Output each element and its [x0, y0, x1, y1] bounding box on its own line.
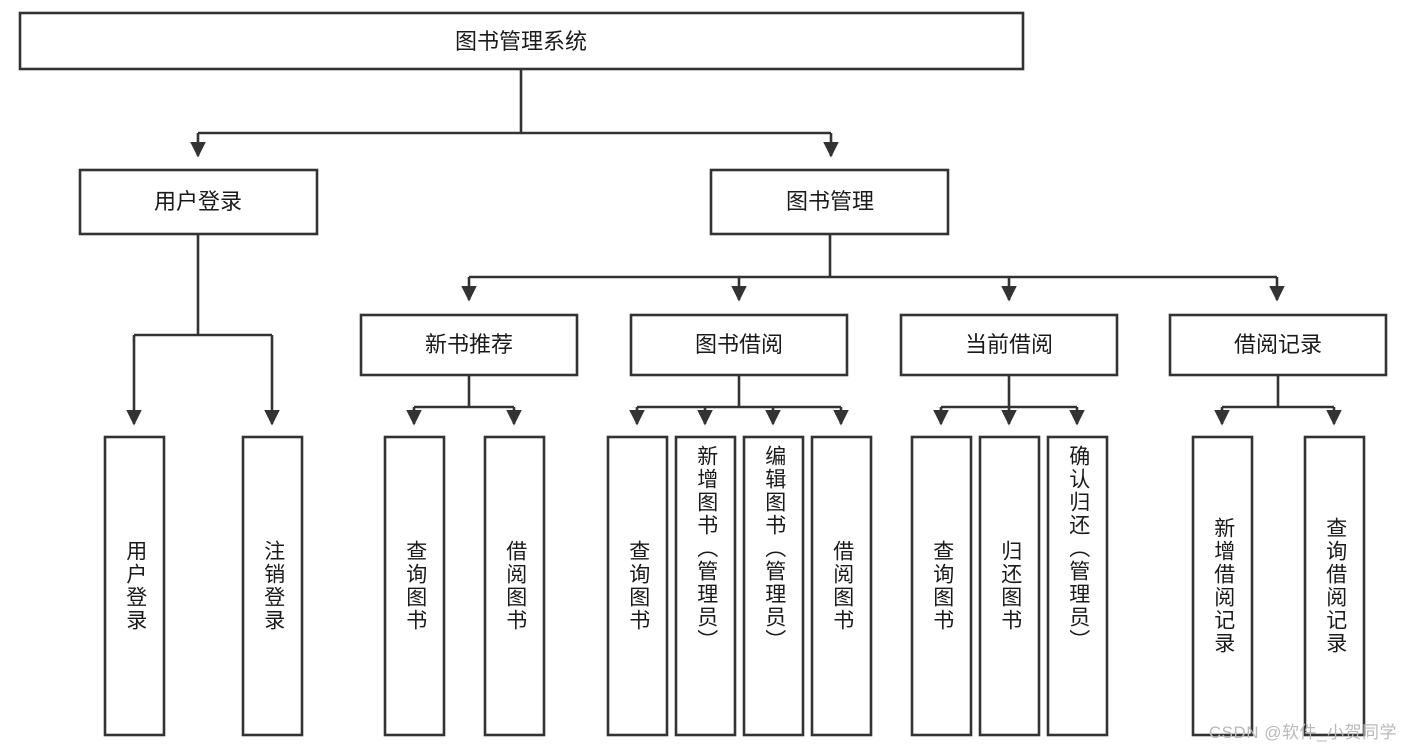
leaf-label-edit-book-admin: 编辑图书（管理员） — [762, 445, 786, 652]
leaf-box-confirm-return-admin[interactable] — [1046, 435, 1109, 737]
leaf-label-query-book-1: 查询图书 — [403, 540, 427, 632]
connector-book-management-to-level3 — [461, 234, 1285, 302]
leaf-box-query-book-3[interactable] — [910, 435, 973, 737]
leaf-box-borrow-book-1[interactable] — [483, 435, 546, 737]
node-user-login[interactable]: 用户登录 — [78, 168, 319, 236]
new-book-recommend-label: 新书推荐 — [425, 332, 513, 357]
current-borrow-label: 当前借阅 — [965, 332, 1053, 357]
leaf-label-return-book: 归还图书 — [998, 540, 1022, 632]
watermark-text: CSDN @软件_小贺同学 — [1208, 723, 1397, 742]
leaf-label-query-borrow-record: 查询借阅记录 — [1323, 517, 1347, 655]
current-borrow-box — [899, 313, 1119, 377]
leaf-label-query-book-3: 查询图书 — [930, 540, 954, 632]
leaf-box-query-book-1[interactable] — [383, 435, 446, 737]
user-login-box — [78, 168, 319, 236]
leaf-box-borrow-book-2[interactable] — [810, 435, 873, 737]
node-book-management[interactable]: 图书管理 — [709, 168, 950, 236]
node-current-borrow[interactable]: 当前借阅 — [899, 313, 1119, 377]
connector-book-borrow-to-leaves — [629, 375, 849, 426]
leaf-box-add-borrow-record[interactable] — [1191, 435, 1254, 737]
leaf-box-add-book-admin[interactable] — [674, 435, 737, 737]
user-login-label: 用户登录 — [154, 189, 242, 214]
leaf-label-add-book-admin: 新增图书（管理员） — [694, 445, 718, 652]
leaf-label-borrow-book-1: 借阅图书 — [503, 540, 527, 632]
leaf-box-logout[interactable] — [241, 435, 304, 737]
book-borrow-label: 图书借阅 — [695, 332, 783, 357]
book-borrow-box — [629, 313, 849, 377]
connector-root-to-level2 — [190, 69, 839, 158]
leaf-label-add-borrow-record: 新增借阅记录 — [1211, 517, 1235, 655]
connector-new-book-recommend-to-leaves — [406, 375, 522, 426]
leaf-label-confirm-return-admin: 确认归还（管理员） — [1066, 445, 1090, 652]
leaf-box-user-login[interactable] — [103, 435, 166, 737]
leaf-label-logout: 注销登录 — [261, 540, 285, 632]
root-box — [18, 11, 1025, 71]
leaf-box-query-book-2[interactable] — [606, 435, 669, 737]
connector-current-borrow-to-leaves — [933, 375, 1085, 426]
node-borrow-record[interactable]: 借阅记录 — [1168, 313, 1388, 377]
borrow-record-box — [1168, 313, 1388, 377]
borrow-record-label: 借阅记录 — [1234, 332, 1322, 357]
leaf-label-borrow-book-2: 借阅图书 — [830, 540, 854, 632]
leaf-label-query-book-2: 查询图书 — [626, 540, 650, 632]
connector-borrow-record-to-leaves — [1214, 375, 1342, 426]
new-book-recommend-box — [359, 313, 579, 377]
connector-user-login-to-leaves — [126, 234, 280, 426]
root-label: 图书管理系统 — [455, 29, 587, 54]
leaf-box-query-borrow-record[interactable] — [1303, 435, 1366, 737]
leaf-box-edit-book-admin[interactable] — [742, 435, 805, 737]
node-book-borrow[interactable]: 图书借阅 — [629, 313, 849, 377]
book-management-label: 图书管理 — [786, 189, 874, 214]
node-new-book-recommend[interactable]: 新书推荐 — [359, 313, 579, 377]
node-root[interactable]: 图书管理系统 — [18, 11, 1025, 71]
leaf-box-return-book[interactable] — [978, 435, 1041, 737]
leaf-label-user-login: 用户登录 — [123, 540, 147, 632]
